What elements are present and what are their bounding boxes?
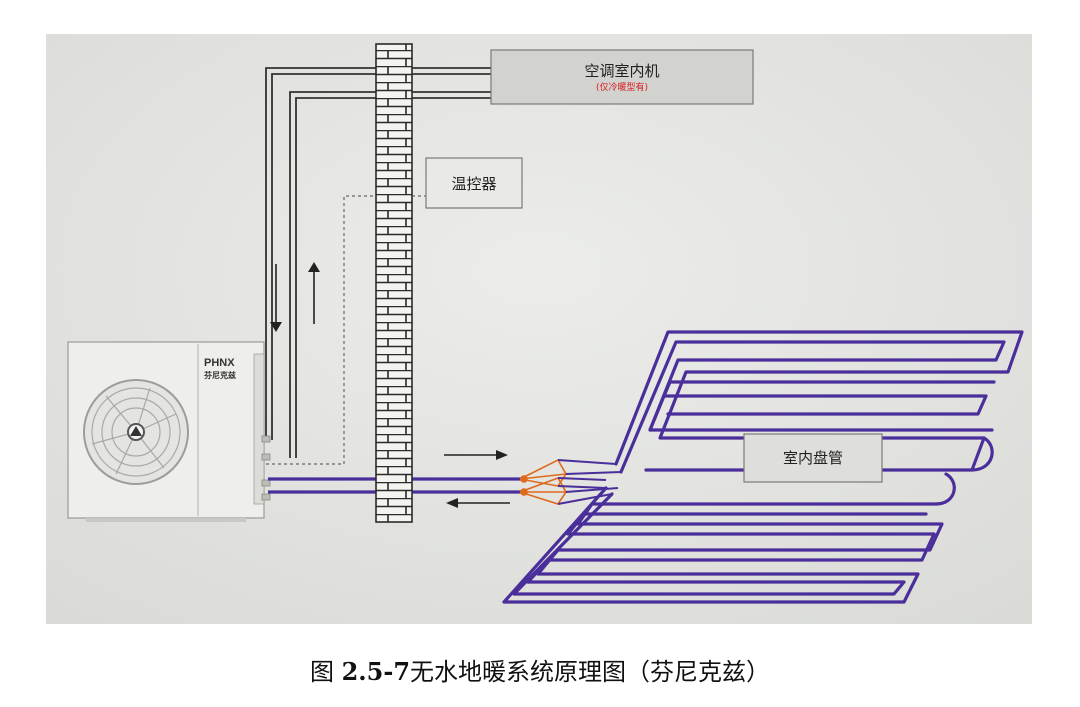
flow-arrows-horizontal bbox=[444, 450, 510, 508]
ac-indoor-unit-note: (仅冷暖型有) bbox=[596, 81, 648, 93]
ac-indoor-unit-label: 空调室内机 bbox=[584, 62, 659, 80]
flow-arrows-vertical bbox=[270, 262, 320, 332]
floor-coil-box: 室内盘管 bbox=[743, 433, 883, 483]
ac-refrigerant-lines bbox=[265, 67, 491, 458]
caption-number: 2.5-7 bbox=[341, 657, 411, 686]
thermostat-label: 温控器 bbox=[451, 175, 496, 193]
caption-prefix: 图 bbox=[309, 658, 334, 686]
brick-wall bbox=[375, 43, 413, 523]
heat-pump-outdoor-unit: PHNX 芬尼克兹 bbox=[67, 341, 265, 522]
photo-background bbox=[46, 34, 1032, 624]
ac-indoor-unit: 空调室内机 (仅冷暖型有) bbox=[490, 49, 754, 105]
figure-caption: 图 2.5-7无水地暖系统原理图（芬尼克兹） bbox=[0, 652, 1080, 687]
diagram-photo: PHNX 芬尼克兹 空调室内机 (仅冷暖型有) 温控器 bbox=[46, 34, 1032, 624]
unit-connectors bbox=[261, 435, 271, 501]
floor-coil-label: 室内盘管 bbox=[783, 449, 843, 467]
manifold-fan-lines bbox=[557, 459, 622, 505]
brand-logo-top: PHNX bbox=[204, 357, 235, 369]
floor-heating-coil bbox=[502, 330, 1024, 604]
caption-title: 无水地暖系统原理图（芬尼克兹） bbox=[410, 658, 771, 686]
brand-logo-bottom: 芬尼克兹 bbox=[203, 370, 236, 380]
thermostat: 温控器 bbox=[425, 157, 523, 209]
